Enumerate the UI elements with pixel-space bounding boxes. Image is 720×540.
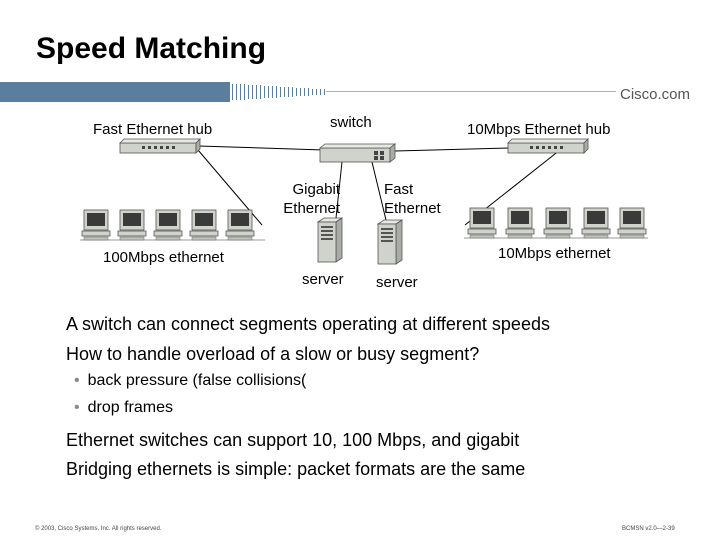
computer-icon bbox=[189, 209, 219, 241]
sub-bullet-1-text: back pressure (false collisions( bbox=[87, 372, 307, 389]
gigabit-label: Gigabit Ethernet bbox=[283, 181, 340, 217]
hub-left-icon bbox=[119, 138, 201, 154]
cisco-logo: Cisco.com bbox=[619, 86, 690, 103]
server1-label: server bbox=[302, 271, 344, 288]
footer-page: BCMSN v2.0—2-39 bbox=[622, 526, 675, 532]
computer-icon bbox=[505, 207, 535, 239]
computer-icon bbox=[581, 207, 611, 239]
header-band-stripes bbox=[232, 84, 325, 100]
header-band bbox=[0, 82, 616, 102]
link-switch-server1 bbox=[335, 161, 343, 219]
header-band-thin-line bbox=[326, 91, 616, 92]
hub-right-label: 10Mbps Ethernet hub bbox=[467, 121, 611, 138]
computer-icon bbox=[153, 209, 183, 241]
sub-bullet-2-text: drop frames bbox=[87, 399, 173, 416]
computer-icon bbox=[117, 209, 147, 241]
sub-bullet-2: • drop frames bbox=[74, 399, 173, 417]
bullet-1: A switch can connect segments operating … bbox=[66, 314, 550, 334]
switch-icon bbox=[318, 143, 397, 163]
slide-title: Speed Matching bbox=[36, 32, 267, 65]
footer-copyright: © 2003, Cisco Systems, Inc. All rights r… bbox=[35, 526, 162, 532]
hub-left-label: Fast Ethernet hub bbox=[93, 121, 213, 138]
link-switch-server2 bbox=[371, 161, 387, 221]
server2-label: server bbox=[376, 274, 418, 291]
bullet-dot-icon: • bbox=[74, 372, 80, 389]
computer-icon bbox=[225, 209, 255, 241]
bullet-2: How to handle overload of a slow or busy… bbox=[66, 344, 480, 364]
left-segment-label: 100Mbps ethernet bbox=[103, 249, 224, 266]
server-icon bbox=[377, 219, 403, 265]
right-segment-label: 10Mbps ethernet bbox=[498, 245, 611, 262]
hub-right-icon bbox=[507, 138, 589, 154]
fast-ethernet-label: Fast Ethernet bbox=[384, 181, 441, 217]
bullet-dot-icon: • bbox=[74, 399, 80, 416]
header-band-bar bbox=[0, 82, 230, 102]
computer-icon bbox=[617, 207, 647, 239]
switch-label: switch bbox=[330, 114, 372, 131]
server-icon bbox=[317, 217, 343, 263]
bullet-3: Ethernet switches can support 10, 100 Mb… bbox=[66, 430, 520, 450]
computer-icon bbox=[543, 207, 573, 239]
sub-bullet-1: • back pressure (false collisions( bbox=[74, 372, 306, 390]
computer-icon bbox=[467, 207, 497, 239]
link-switch-hub-right bbox=[394, 147, 511, 152]
link-hub-left-switch bbox=[197, 145, 325, 151]
bullet-4: Bridging ethernets is simple: packet for… bbox=[66, 459, 526, 479]
network-diagram bbox=[80, 138, 648, 265]
computer-icon bbox=[81, 209, 111, 241]
